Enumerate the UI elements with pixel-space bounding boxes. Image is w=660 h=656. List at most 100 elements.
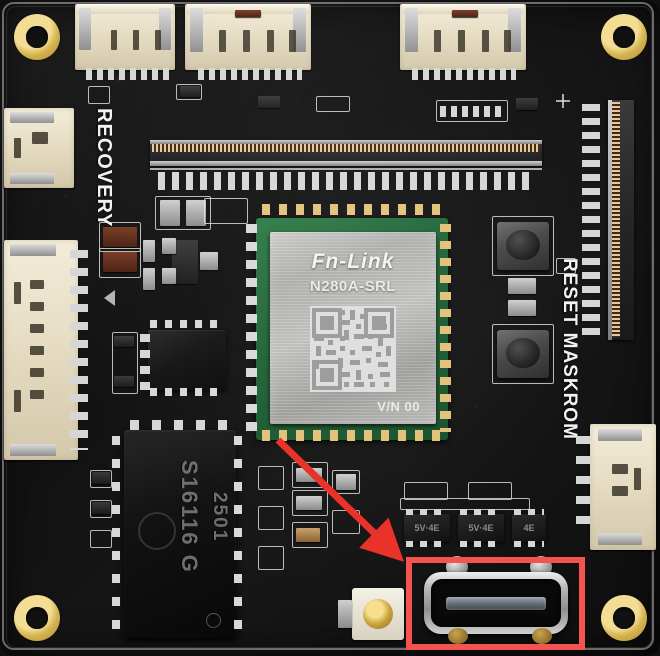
regulator-2: 5V·4E <box>458 509 504 547</box>
silk-box-bottom-h <box>332 510 360 534</box>
jst-connector-left-2 <box>4 240 78 460</box>
pad-row-top-4 <box>440 106 504 117</box>
jst-right-pads <box>576 436 590 536</box>
reset-button[interactable] <box>497 222 549 270</box>
resistor-near-soic-a <box>114 336 134 347</box>
silk-box-above-regs-b <box>468 482 512 500</box>
usb-c-tongue <box>446 597 546 610</box>
silk-box-bottom-e <box>292 490 328 516</box>
module-part-label: N280A-SRL <box>309 278 397 295</box>
wifi-module-pins-left <box>246 224 257 432</box>
wifi-module-pins-bottom <box>262 430 444 441</box>
silk-box-soic <box>112 332 138 394</box>
main-chip: S16116 G 2501 <box>124 430 236 638</box>
silk-box-buttons <box>492 216 554 276</box>
soic8-chip <box>148 330 226 390</box>
silk-label-reset-maskrom: RESET MASKROM <box>559 258 580 440</box>
resistor-near-soic-b <box>114 376 134 387</box>
silk-box-above-regs-a <box>404 482 448 500</box>
wifi-module-shield: Fn-Link N280A-SRL <box>270 232 436 424</box>
main-chip-logo <box>138 512 176 550</box>
silk-box-bottom-b <box>258 506 284 530</box>
cap-center-c <box>162 238 176 254</box>
resistor-top-b <box>258 96 280 108</box>
jst-connector-top-1 <box>75 4 175 70</box>
pad-col-soic <box>140 334 150 392</box>
jst-connector-right-1 <box>590 424 656 550</box>
transistor-center <box>172 240 198 284</box>
pad-row-top-1 <box>86 68 170 80</box>
cap-between-buttons-b <box>508 300 536 316</box>
regulator-1: 5V·4E <box>404 509 450 547</box>
cap-left-b <box>143 268 155 290</box>
main-chip-marking-2: 2501 <box>209 492 230 543</box>
ipex-antenna-connector <box>352 588 404 640</box>
usb-c-connector <box>424 572 568 634</box>
pad-row-above-main-chip <box>130 420 230 430</box>
jst-connector-top-2 <box>185 4 311 70</box>
silk-plus-marker-v <box>562 94 564 108</box>
maskrom-button[interactable] <box>497 330 549 378</box>
silk-box-left-a <box>99 222 141 252</box>
ipex-pad-left <box>338 600 352 628</box>
header-pad-row <box>158 172 534 190</box>
resistor-bottom-left-a <box>92 472 110 484</box>
silk-box-buttons-2 <box>492 324 554 384</box>
cap-bottom-center-c <box>336 474 356 490</box>
silk-icon-maskrom <box>556 258 576 274</box>
mounting-hole-top-right <box>601 14 647 60</box>
diode-top <box>516 98 538 110</box>
soic8-pins-bottom <box>150 388 224 396</box>
silk-triangle-marker <box>104 290 115 306</box>
regulator-3: 4E <box>512 509 546 547</box>
wifi-module-pins-right <box>440 224 451 432</box>
silk-line-under-header <box>150 168 542 170</box>
regulator-3-marking: 4E <box>523 523 535 533</box>
main-chip-pin1-dot <box>206 613 221 628</box>
usb-post-bottom-right <box>532 628 552 644</box>
main-chip-pins-left <box>112 436 120 632</box>
resistor-top-a <box>180 86 200 97</box>
silk-box-center-a <box>155 196 211 230</box>
silk-box-bottom-left-b <box>90 500 112 518</box>
silk-box-top-b <box>176 84 202 100</box>
main-chip-marking-1: S16116 G <box>177 460 202 574</box>
resistor-bottom-left-b <box>92 502 110 514</box>
jst-connector-left-1 <box>4 108 74 188</box>
silk-box-bottom-d <box>292 462 328 488</box>
mounting-hole-bottom-right <box>601 595 647 641</box>
pad-row-top-3 <box>412 68 516 80</box>
soic8-pins-top <box>150 320 224 328</box>
pad-row-top-2 <box>198 68 302 80</box>
jst-connector-top-3 <box>400 4 526 70</box>
usb-c-highlight-box <box>406 557 585 650</box>
silk-box-bottom-left-a <box>90 470 112 488</box>
silk-box-bottom-left-c <box>90 530 112 548</box>
silk-box-top-a <box>88 86 110 104</box>
regulator-2-marking: 5V·4E <box>468 523 494 533</box>
fpc-right-pad-col <box>582 104 600 336</box>
regulator-1-marking: 5V·4E <box>414 523 440 533</box>
silk-label-recovery: RECOVERY <box>93 108 115 228</box>
cap-center-e <box>200 252 218 270</box>
usb-post-bottom-left <box>448 628 468 644</box>
cap-between-buttons-a <box>508 278 536 294</box>
pcb-outline <box>2 2 654 650</box>
module-version-label: V/N 00 <box>377 399 420 414</box>
silk-box-center-b <box>204 198 248 224</box>
module-brand-label: Fn-Link <box>311 250 395 273</box>
silk-box-bottom-c <box>258 546 284 570</box>
resistor-left-b <box>103 252 137 272</box>
resistor-left-a <box>103 227 137 247</box>
cap-center-b <box>186 200 206 226</box>
silk-box-bottom-f <box>292 522 328 548</box>
silk-box-top-c <box>316 96 350 112</box>
cap-center-d <box>162 268 176 284</box>
module-qr-code <box>310 306 396 392</box>
mounting-hole-bottom-left <box>14 595 60 641</box>
silk-box-top-d <box>436 100 508 122</box>
cap-center-a <box>160 200 180 226</box>
main-chip-pins-right <box>234 436 242 632</box>
silk-box-bottom-a <box>258 466 284 490</box>
